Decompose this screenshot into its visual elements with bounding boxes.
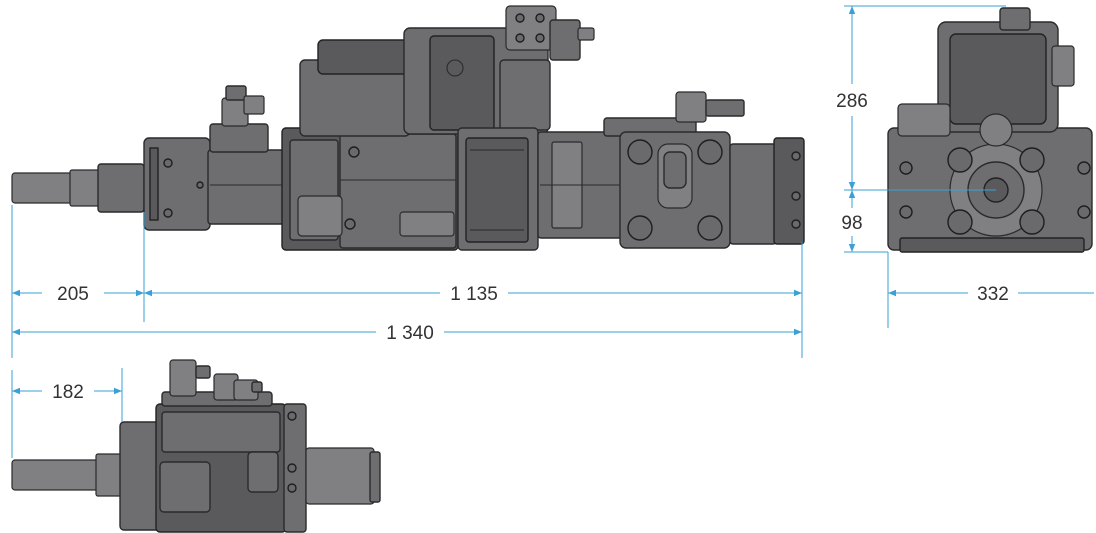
dimension-98: 98 bbox=[841, 213, 862, 234]
front-valve bbox=[209, 85, 269, 153]
dimension-lines bbox=[11, 5, 1094, 458]
main-pump-side-view bbox=[11, 5, 805, 251]
dimension-332: 332 bbox=[977, 284, 1009, 305]
upper-control-housing bbox=[299, 5, 595, 137]
small-pump-side-view bbox=[11, 359, 381, 533]
dimension-1135: 1 135 bbox=[450, 284, 498, 305]
small-pump-top-fittings bbox=[161, 359, 273, 407]
dimension-182: 182 bbox=[52, 382, 84, 403]
second-pump-valve bbox=[603, 91, 745, 137]
rear-end-cover bbox=[619, 131, 731, 249]
dimension-205: 205 bbox=[57, 284, 89, 305]
dimension-286: 286 bbox=[836, 91, 868, 112]
main-shaft bbox=[11, 163, 145, 213]
dimension-1340: 1 340 bbox=[386, 323, 434, 344]
front-housing bbox=[207, 149, 285, 225]
end-pump bbox=[729, 143, 777, 245]
pump-end-view bbox=[887, 7, 1093, 253]
